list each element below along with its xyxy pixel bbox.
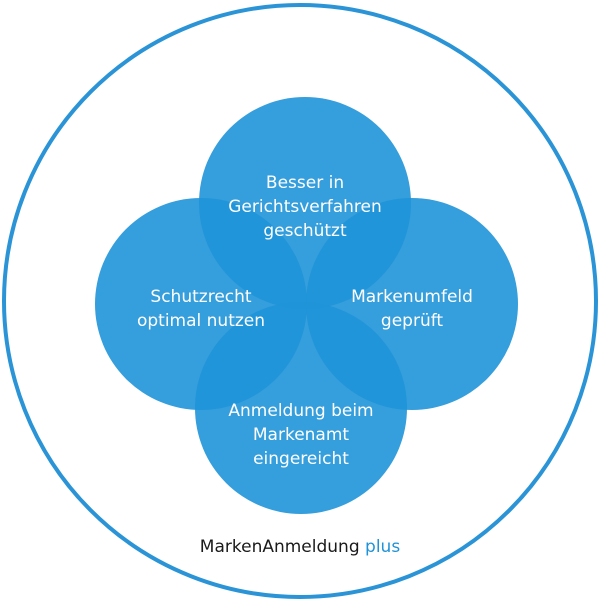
label-top-line-1: Besser in [265,173,345,193]
label-left-line-1: Schutzrecht [150,287,252,307]
label-bottom-line-2: Markenamt [252,425,350,445]
circle-bottom [195,302,407,514]
brand-caption: MarkenAnmeldung plus [0,537,600,557]
label-top-line-3: geschützt [263,221,347,241]
label-right-line-2: geprüft [380,311,444,331]
outer-ring [2,3,598,599]
label-left-line-2: optimal nutzen [136,311,266,331]
label-top-line-2: Gerichtsverfahren [228,197,382,217]
label-bottom: Anmeldung beim Markenamt eingereicht [228,399,373,471]
label-right-line-1: Markenumfeld [351,287,473,307]
label-left: Schutzrecht optimal nutzen [137,285,265,333]
label-right: Markenumfeld geprüft [351,285,473,333]
brand-name: MarkenAnmeldung [199,537,360,557]
label-bottom-line-3: eingereicht [253,449,349,469]
label-bottom-line-1: Anmeldung beim [228,401,374,421]
brand-suffix: plus [365,537,401,557]
label-top: Besser in Gerichtsverfahren geschützt [228,171,382,243]
